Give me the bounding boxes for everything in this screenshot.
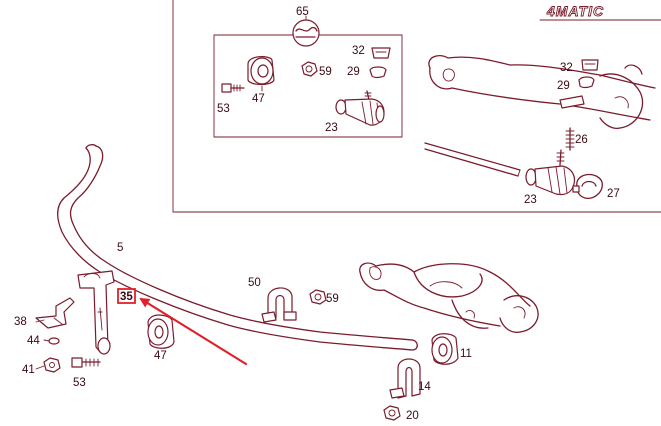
leader-41 [35,365,45,370]
callout-32-inset-right: 32 [560,62,573,74]
leader-44 [43,339,50,342]
brand-4matic-label: 4MATIC [546,3,604,19]
part-14-clamp [389,358,421,399]
highlight-arrow [139,297,248,366]
part-5-stabilizer-bar [57,144,418,351]
part-11-bushing [431,333,459,365]
callout-29-inset: 29 [347,66,360,78]
callout-50: 50 [248,277,261,289]
leader-38 [35,319,45,323]
callout-41: 41 [22,364,35,376]
inset-29-washer [578,76,595,89]
part-50-clamp [261,287,297,323]
callout-29-inset-right: 29 [557,80,570,92]
callout-11: 11 [460,348,472,360]
callout-14: 14 [418,381,431,393]
callout-53-inset: 53 [217,103,230,115]
inset-32-rubber [581,59,599,71]
callout-26: 26 [575,134,588,146]
part-35-bracket [77,270,115,355]
callout-59-inset: 59 [319,66,332,78]
part-47-bushing [147,314,175,349]
part-32-rubber-inset [371,47,391,59]
callout-23-inset-right: 23 [524,194,537,206]
inset-frame [172,0,661,213]
part-59-nut [309,289,327,305]
part-53-bolt-inset [221,83,245,93]
part-41-nut [43,357,61,373]
part-38-support [35,297,75,329]
callout-20: 20 [406,410,419,422]
inset-control-arm [428,54,656,130]
callout-47: 47 [154,350,167,362]
main-control-arm [359,262,539,333]
callout-47-inset: 47 [252,93,265,105]
callout-5: 5 [117,242,123,254]
part-47-bushing-inset [247,56,275,86]
part-65-clip [292,19,320,47]
part-29-washer-inset [369,66,387,79]
part-26-stud [565,127,575,151]
callout-27: 27 [607,188,620,200]
callout-44: 44 [27,335,40,347]
part-44-washer [48,337,60,345]
part-59-nut-inset [301,61,318,77]
callout-59: 59 [326,293,339,305]
callout-23-inset: 23 [325,122,338,134]
part-23-link-inset-right [525,149,576,196]
highlight-box-35 [117,288,136,304]
callout-32-inset: 32 [352,45,365,57]
part-23-link-inset [335,90,385,126]
callout-65: 65 [296,6,309,18]
callout-38: 38 [14,316,27,328]
callout-53: 53 [73,377,86,389]
part-53-bolt [71,357,101,368]
part-27-clamp [572,173,603,199]
callout-35: 35 [120,291,133,303]
part-20-nut [383,405,401,421]
inset-shaft [424,142,521,177]
